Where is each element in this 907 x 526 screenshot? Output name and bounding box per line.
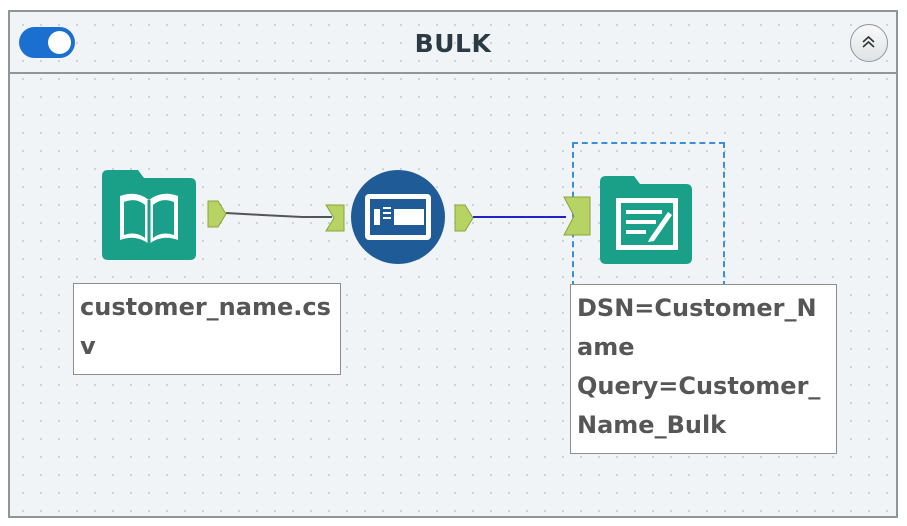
output-annotation: DSN=Customer_Name Query=Customer_Name_Bu… (570, 284, 837, 454)
connection-lines (225, 212, 566, 218)
input-anchor-output[interactable] (562, 195, 592, 237)
input-anchor-transform[interactable] (324, 203, 346, 233)
output-anchor-transform[interactable] (453, 203, 475, 233)
output-data-icon (600, 176, 692, 264)
output-anchor-input[interactable] (206, 199, 228, 229)
chevron-up-double-icon (862, 35, 875, 48)
input-data-tool[interactable] (102, 166, 198, 266)
transform-tool-icon (351, 170, 445, 264)
input-annotation: customer_name.csv (73, 283, 341, 375)
collapse-button[interactable] (850, 24, 888, 62)
enable-toggle[interactable] (19, 27, 75, 58)
tool-container[interactable]: BULK customer_name.csv (8, 10, 898, 518)
container-header: BULK (10, 12, 896, 74)
container-title: BULK (414, 29, 492, 58)
toggle-knob (48, 31, 71, 54)
input-data-book-icon (102, 170, 196, 260)
connection-input-transform[interactable] (225, 212, 332, 218)
transform-tool[interactable] (350, 169, 446, 269)
output-data-tool[interactable] (600, 172, 694, 270)
